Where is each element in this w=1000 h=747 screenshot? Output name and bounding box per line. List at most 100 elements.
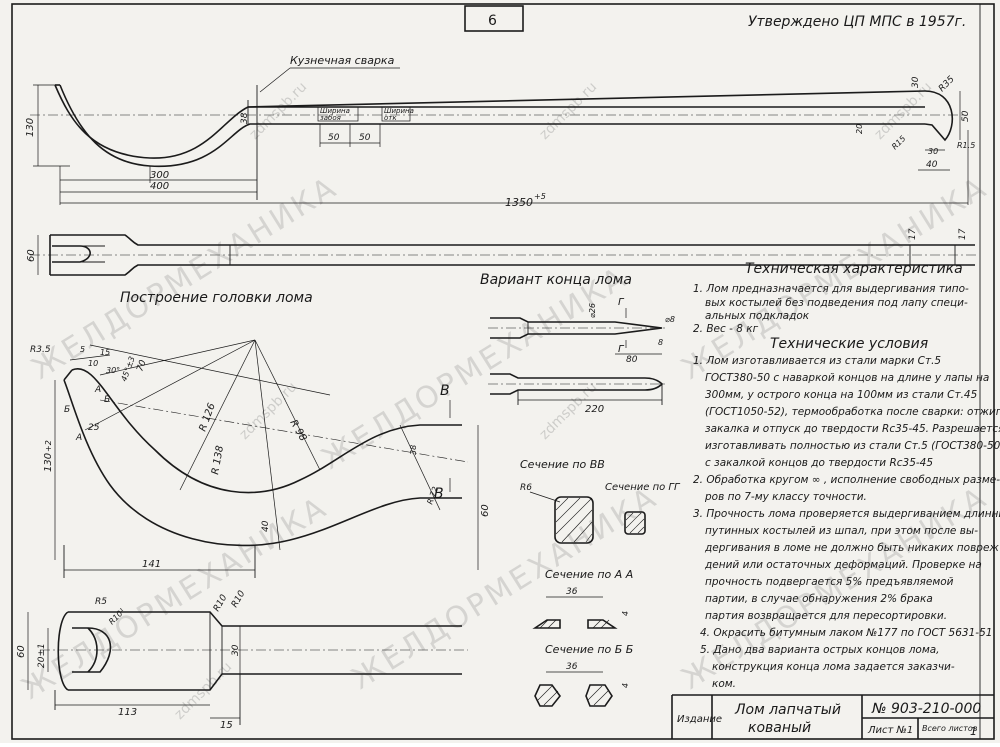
- spec-line: партии, в случае обнаружения 2% брака: [705, 593, 933, 605]
- dim-r126: R 126: [197, 402, 217, 433]
- spec-line: 5. Дано два варианта острых концов лома,: [700, 644, 940, 656]
- dim-r35: R3.5: [30, 345, 51, 355]
- section-aa-title: Сечение по А А: [545, 568, 633, 581]
- title-block: Издание Лом лапчатый кованый № 903-210-0…: [671, 694, 994, 739]
- dim-50: 50: [328, 133, 340, 143]
- dim-130: 130: [25, 118, 36, 137]
- dim-r35: R35: [937, 74, 957, 94]
- dim-45deg: 45°±3: [119, 355, 136, 382]
- spec-line: с закалкой концов до твердости Rс35-45: [705, 457, 933, 469]
- sheet-label: Лист №1: [867, 725, 913, 736]
- section-mark-g: Г: [618, 297, 625, 308]
- dim-10: 10: [88, 359, 98, 368]
- spec-line: вых костылей без подведения под лапу спе…: [705, 297, 968, 309]
- bottom-view: R5 R10 R10¹ R10 60 20±1 30 113 15: [16, 589, 468, 731]
- spec-line: путинных костылей из шпал, при этом посл…: [705, 525, 978, 537]
- dim-r5: R5: [95, 597, 107, 607]
- dim-50: 50: [359, 133, 371, 143]
- drawing-frame: [11, 3, 995, 740]
- spec-line: 3. Прочность лома проверяется выдергиван…: [693, 508, 1000, 520]
- dim-5: 5: [80, 345, 85, 354]
- dim-r138: R 138: [210, 445, 226, 476]
- spec-line: прочность подвергается 5% предъявляемой: [705, 576, 954, 588]
- sections: Сечение по ВВ R6 Сечение по ГГ Сечение п…: [520, 458, 681, 707]
- watermark-text: zdmspb.ru: [247, 79, 311, 143]
- section-mark-v: В: [434, 486, 444, 502]
- spec-line: дергивания в ломе не должно быть никаких…: [704, 542, 999, 554]
- dim-60: 60: [26, 249, 37, 262]
- spec-line: ГОСТ380-50 с наваркой концов на длине у …: [705, 372, 989, 384]
- spec-line: 300мм, у острого конца на 100мм из стали…: [705, 389, 978, 401]
- dim-60: 60: [16, 645, 27, 658]
- dim-130-tol: +2: [44, 440, 53, 452]
- dim-113: 113: [118, 707, 137, 718]
- head-construction-title: Построение головки лома: [120, 290, 313, 306]
- dim-15: 15: [100, 348, 110, 357]
- dim-25: 25: [88, 423, 100, 433]
- dim-r10: R10: [230, 589, 248, 610]
- dim-50: 50: [961, 110, 971, 122]
- dim-70: 70: [135, 359, 148, 373]
- section-bbb-title: Сечение по Б Б: [545, 643, 633, 656]
- sheets-total: 1: [970, 725, 977, 738]
- tech-conditions: Технические условия 1. Лом изготавливает…: [693, 336, 1000, 690]
- dim-400: 400: [150, 181, 169, 192]
- dim-40: 40: [926, 160, 938, 170]
- spec-line: дений или остаточных деформаций. Проверк…: [704, 559, 982, 571]
- spec-line: (ГОСТ1050-52), термообработка после свар…: [705, 406, 1000, 418]
- end-variant: Вариант конца лома ⌀26 ⌀8 Г Г 80 8 220: [480, 272, 675, 415]
- tech-characteristics-title: Техническая характеристика: [745, 261, 963, 277]
- dim-r15: R1.5: [957, 141, 975, 150]
- zone-label: забоя: [320, 114, 341, 122]
- watermark-text: ЖЕЛДОРМЕХАНИКА: [346, 480, 665, 697]
- section-mark-g: Г: [618, 344, 625, 355]
- watermark-text: zdmspb.ru: [172, 659, 236, 723]
- dim-15: 15: [220, 720, 233, 731]
- dim-141: 141: [142, 559, 161, 570]
- dim-220: 220: [585, 404, 604, 415]
- dim-30: 30: [911, 76, 921, 88]
- watermark-text: zdmspb.ru: [872, 79, 936, 143]
- drawing-name: кованый: [748, 720, 811, 736]
- side-view: Кузнечная сварка Ширина забоя Ширина отк…: [25, 54, 975, 209]
- dim-d8: ⌀8: [665, 315, 675, 324]
- dim-1350: 1350: [505, 196, 533, 209]
- drawing-number: № 903-210-000: [871, 701, 981, 717]
- tech-conditions-title: Технические условия: [770, 336, 928, 352]
- dim-40: 40: [261, 520, 271, 532]
- spec-line: конструкция конца лома задается заказчи-: [712, 661, 955, 673]
- dim-30deg: 30°: [106, 366, 120, 375]
- section-mark-b: Б: [104, 395, 110, 405]
- watermark-text: zdmspb.ru: [537, 79, 601, 143]
- dim-4: 4: [621, 611, 630, 616]
- spec-line: ров по 7-му классу точности.: [704, 491, 867, 503]
- section-mark-a: А: [94, 385, 101, 395]
- spec-line: 2. Обработка кругом ∞ , исполнение свобо…: [693, 474, 1000, 486]
- edition-label: Издание: [677, 714, 722, 725]
- dim-17: 17: [908, 228, 918, 240]
- dim-80: 80: [626, 355, 638, 365]
- plan-view: 60 17 17: [26, 228, 978, 276]
- dim-36: 36: [566, 662, 578, 672]
- section-mark-v: В: [440, 383, 450, 399]
- approval-note: Утверждено ЦП МПС в 1957г.: [748, 14, 966, 30]
- dim-36: 36: [566, 587, 578, 597]
- dim-300: 300: [150, 170, 169, 181]
- sheet-number-box: [464, 5, 524, 32]
- zone-label: отк: [384, 114, 397, 122]
- dim-17: 17: [958, 228, 968, 240]
- section-mark-b: Б: [64, 405, 70, 415]
- watermark-text: ЖЕЛДОРМЕХАНИКА: [316, 260, 635, 477]
- head-construction: Построение головки лома R3.5 5 10 15 30°…: [30, 290, 491, 578]
- spec-line: альных подкладок: [705, 310, 810, 322]
- zone-label: Ширина: [384, 107, 414, 115]
- spec-line: 1. Лом изготавливается из стали марки Ст…: [693, 355, 941, 367]
- section-mark-a: А: [75, 433, 82, 443]
- spec-line: закалка и отпуск до твердости Rс35-45. Р…: [705, 423, 1000, 435]
- spec-line: изготавливать полностью из стали Ст.5 (Г…: [705, 440, 1000, 452]
- dim-130: 130: [43, 453, 54, 472]
- tech-characteristics: Техническая характеристика 1. Лом предна…: [693, 261, 969, 335]
- dim-20: 20: [855, 124, 864, 134]
- spec-line: партия возвращается для пересортировки.: [705, 610, 947, 622]
